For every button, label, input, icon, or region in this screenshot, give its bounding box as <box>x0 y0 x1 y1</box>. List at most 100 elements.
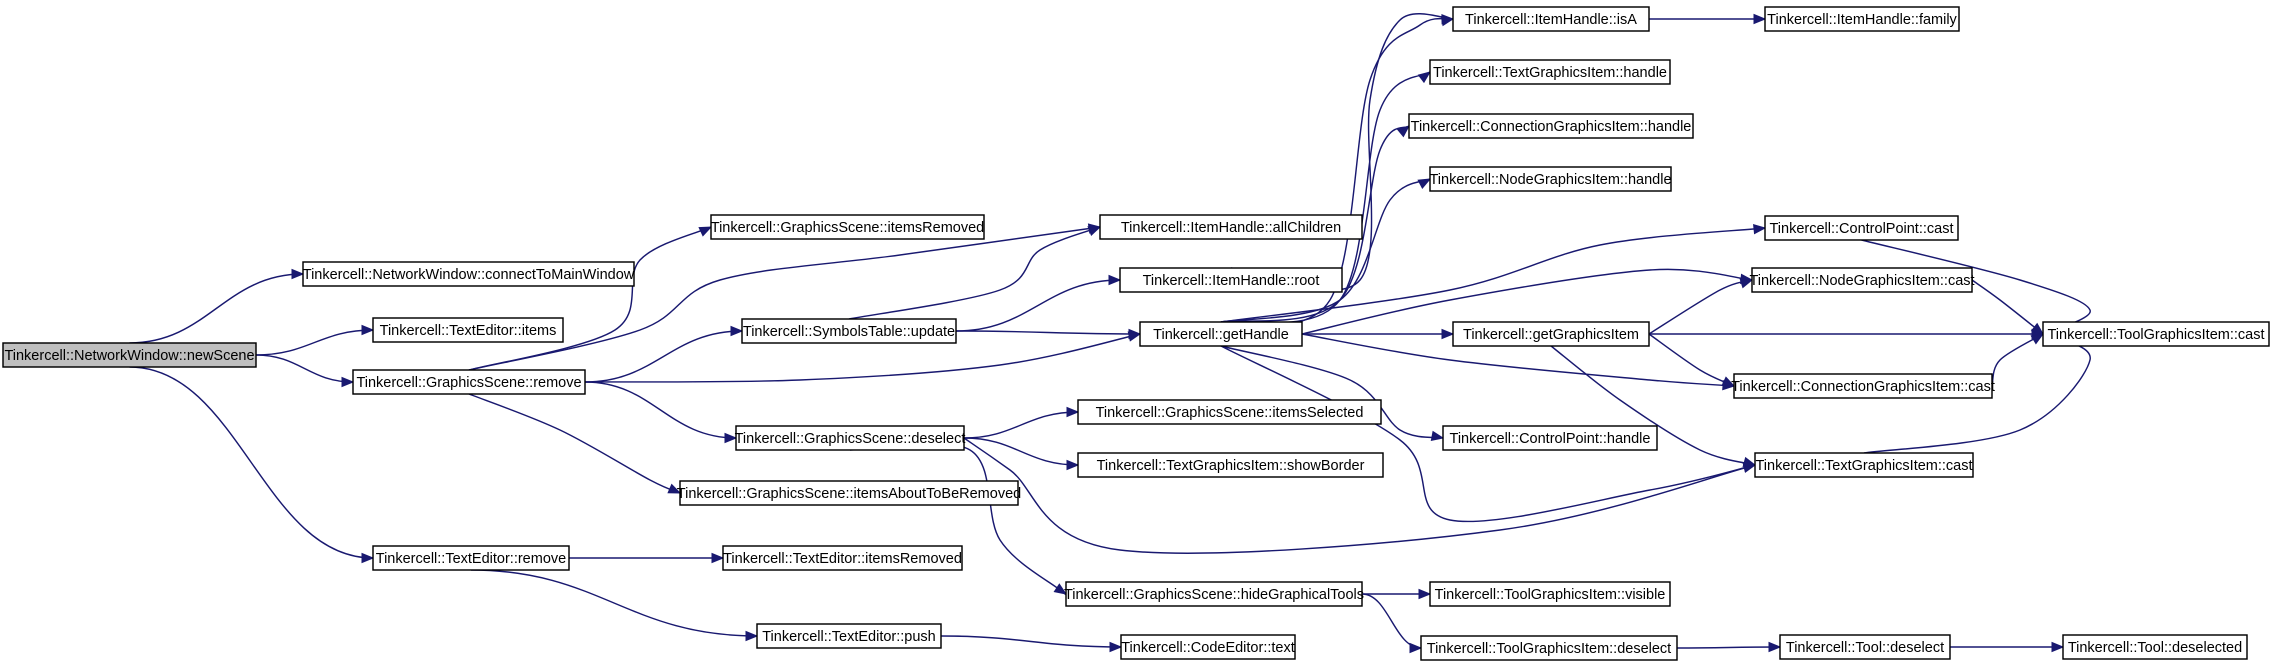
node-box[interactable] <box>1120 634 1296 660</box>
node-label[interactable]: Tinkercell::ToolGraphicsItem::cast <box>2047 327 2264 343</box>
node-label[interactable]: Tinkercell::GraphicsScene::itemsAboutToB… <box>677 486 1021 502</box>
node-box[interactable] <box>679 480 1019 506</box>
node-label[interactable]: Tinkercell::getGraphicsItem <box>1463 327 1639 343</box>
function-node[interactable]: Tinkercell::Tool::deselect <box>1779 634 1951 660</box>
function-node[interactable]: Tinkercell::ToolGraphicsItem::deselect <box>1420 635 1678 661</box>
node-label[interactable]: Tinkercell::ToolGraphicsItem::deselect <box>1427 641 1671 657</box>
node-label[interactable]: Tinkercell::TextEditor::items <box>380 323 557 339</box>
function-node[interactable]: Tinkercell::Tool::deselected <box>2062 634 2248 660</box>
function-node[interactable]: Tinkercell::TextGraphicsItem::handle <box>1429 59 1671 85</box>
node-box[interactable] <box>372 317 564 343</box>
function-node[interactable]: Tinkercell::ControlPoint::handle <box>1442 425 1658 451</box>
node-label[interactable]: Tinkercell::ConnectionGraphicsItem::cast <box>1731 379 1995 395</box>
function-node[interactable]: Tinkercell::ConnectionGraphicsItem::hand… <box>1408 113 1694 139</box>
function-node[interactable]: Tinkercell::ItemHandle::root <box>1119 267 1343 293</box>
function-node[interactable]: Tinkercell::ItemHandle::allChildren <box>1099 214 1363 240</box>
node-box[interactable] <box>2042 321 2270 347</box>
node-box[interactable] <box>1065 581 1363 607</box>
function-node[interactable]: Tinkercell::ItemHandle::family <box>1764 6 1960 32</box>
node-label[interactable]: Tinkercell::GraphicsScene::itemsSelected <box>1096 405 1364 421</box>
node-box[interactable] <box>1077 399 1382 425</box>
node-label[interactable]: Tinkercell::ItemHandle::isA <box>1465 12 1637 28</box>
function-node[interactable]: Tinkercell::TextEditor::remove <box>372 545 570 571</box>
node-label[interactable]: Tinkercell::ToolGraphicsItem::visible <box>1435 587 1666 603</box>
node-box[interactable] <box>1139 321 1303 347</box>
node-label[interactable]: Tinkercell::ControlPoint::handle <box>1450 431 1651 447</box>
node-box[interactable] <box>1119 267 1343 293</box>
node-box[interactable] <box>302 261 635 287</box>
node-box[interactable] <box>1754 452 1974 478</box>
node-label[interactable]: Tinkercell::Tool::deselect <box>1786 640 1944 656</box>
function-node[interactable]: Tinkercell::CodeEditor::text <box>1120 634 1296 660</box>
function-node[interactable]: Tinkercell::NodeGraphicsItem::handle <box>1429 166 1672 192</box>
node-box[interactable] <box>1429 59 1671 85</box>
node-box[interactable] <box>722 545 963 571</box>
node-label[interactable]: Tinkercell::NodeGraphicsItem::handle <box>1429 172 1671 188</box>
node-box[interactable] <box>1077 452 1384 478</box>
function-node[interactable]: Tinkercell::NodeGraphicsItem::cast <box>1749 267 1975 293</box>
node-box[interactable] <box>1429 581 1671 607</box>
node-label[interactable]: Tinkercell::ControlPoint::cast <box>1769 221 1953 237</box>
node-label[interactable]: Tinkercell::TextEditor::push <box>762 629 936 645</box>
node-label[interactable]: Tinkercell::TextGraphicsItem::handle <box>1433 65 1667 81</box>
function-node[interactable]: Tinkercell::GraphicsScene::itemsRemoved <box>710 214 985 240</box>
function-node[interactable]: Tinkercell::SymbolsTable::update <box>741 318 957 344</box>
node-label[interactable]: Tinkercell::ConnectionGraphicsItem::hand… <box>1411 119 1692 135</box>
node-label[interactable]: Tinkercell::GraphicsScene::remove <box>356 375 581 391</box>
node-label[interactable]: Tinkercell::NetworkWindow::connectToMain… <box>303 267 635 283</box>
node-label[interactable]: Tinkercell::GraphicsScene::deselect <box>735 431 966 447</box>
function-node[interactable]: Tinkercell::TextEditor::items <box>372 317 564 343</box>
node-label[interactable]: Tinkercell::TextGraphicsItem::showBorder <box>1097 458 1365 474</box>
function-node[interactable]: Tinkercell::ToolGraphicsItem::visible <box>1429 581 1671 607</box>
node-label[interactable]: Tinkercell::TextEditor::remove <box>376 551 566 567</box>
node-label[interactable]: Tinkercell::CodeEditor::text <box>1121 640 1295 656</box>
function-node[interactable]: Tinkercell::ConnectionGraphicsItem::cast <box>1731 373 1995 399</box>
function-node[interactable]: Tinkercell::GraphicsScene::hideGraphical… <box>1064 581 1364 607</box>
function-node[interactable]: Tinkercell::GraphicsScene::itemsSelected <box>1077 399 1382 425</box>
node-label[interactable]: Tinkercell::TextEditor::itemsRemoved <box>723 551 962 567</box>
node-box[interactable] <box>352 369 586 395</box>
node-label[interactable]: Tinkercell::TextGraphicsItem::cast <box>1755 458 1972 474</box>
node-box[interactable] <box>1779 634 1951 660</box>
node-label[interactable]: Tinkercell::SymbolsTable::update <box>743 324 955 340</box>
function-node[interactable]: Tinkercell::NetworkWindow::connectToMain… <box>302 261 635 287</box>
node-box[interactable] <box>1442 425 1658 451</box>
function-node[interactable]: Tinkercell::TextGraphicsItem::showBorder <box>1077 452 1384 478</box>
node-label[interactable]: Tinkercell::NodeGraphicsItem::cast <box>1749 273 1974 289</box>
node-box[interactable] <box>735 425 965 451</box>
node-box[interactable] <box>2 342 257 368</box>
function-node[interactable]: Tinkercell::TextEditor::itemsRemoved <box>722 545 963 571</box>
node-label[interactable]: Tinkercell::ItemHandle::root <box>1143 273 1320 289</box>
node-label[interactable]: Tinkercell::NetworkWindow::newScene <box>4 348 254 364</box>
function-node[interactable]: Tinkercell::TextGraphicsItem::cast <box>1754 452 1974 478</box>
node-box[interactable] <box>1452 321 1650 347</box>
node-label[interactable]: Tinkercell::GraphicsScene::hideGraphical… <box>1064 587 1364 603</box>
function-node[interactable]: Tinkercell::TextEditor::push <box>756 623 942 649</box>
node-box[interactable] <box>1099 214 1363 240</box>
node-label[interactable]: Tinkercell::GraphicsScene::itemsRemoved <box>711 220 984 236</box>
root-function-node[interactable]: Tinkercell::NetworkWindow::newScene <box>2 342 257 368</box>
function-node[interactable]: Tinkercell::getGraphicsItem <box>1452 321 1650 347</box>
node-box[interactable] <box>1420 635 1678 661</box>
node-box[interactable] <box>1408 113 1694 139</box>
node-box[interactable] <box>372 545 570 571</box>
node-box[interactable] <box>2062 634 2248 660</box>
function-node[interactable]: Tinkercell::ItemHandle::isA <box>1452 6 1650 32</box>
node-box[interactable] <box>741 318 957 344</box>
node-label[interactable]: Tinkercell::ItemHandle::family <box>1767 12 1957 28</box>
node-box[interactable] <box>1764 6 1960 32</box>
function-node[interactable]: Tinkercell::GraphicsScene::remove <box>352 369 586 395</box>
node-box[interactable] <box>710 214 985 240</box>
node-box[interactable] <box>756 623 942 649</box>
node-box[interactable] <box>1429 166 1672 192</box>
node-box[interactable] <box>1733 373 1993 399</box>
function-node[interactable]: Tinkercell::GraphicsScene::deselect <box>735 425 966 451</box>
node-label[interactable]: Tinkercell::ItemHandle::allChildren <box>1121 220 1341 236</box>
function-node[interactable]: Tinkercell::ControlPoint::cast <box>1764 215 1959 241</box>
node-box[interactable] <box>1751 267 1973 293</box>
node-box[interactable] <box>1764 215 1959 241</box>
function-node[interactable]: Tinkercell::GraphicsScene::itemsAboutToB… <box>677 480 1021 506</box>
node-label[interactable]: Tinkercell::getHandle <box>1153 327 1289 343</box>
node-label[interactable]: Tinkercell::Tool::deselected <box>2068 640 2242 656</box>
function-node[interactable]: Tinkercell::ToolGraphicsItem::cast <box>2042 321 2270 347</box>
